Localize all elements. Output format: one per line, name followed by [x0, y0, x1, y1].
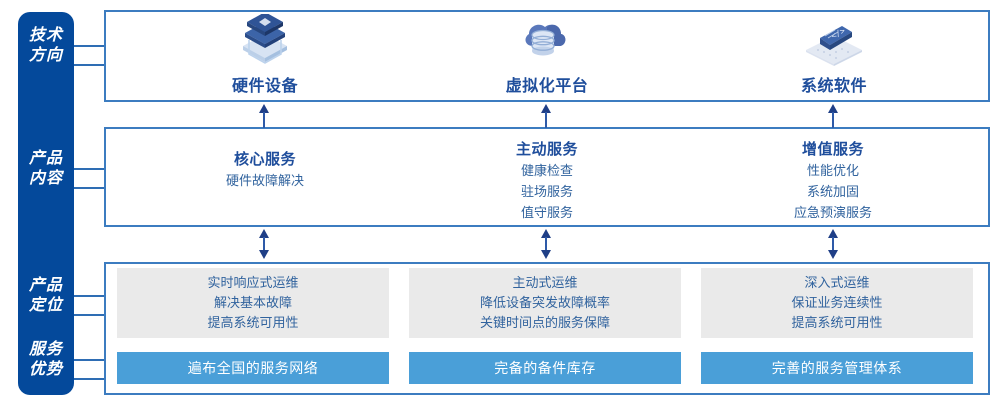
advantage-bar-spare-parts[interactable]: 完备的备件库存 — [409, 352, 681, 384]
service-column-value-added[interactable]: 增值服务 性能优化 系统加固 应急预演服务 — [708, 138, 958, 222]
advantage-label: 完善的服务管理体系 — [771, 360, 903, 376]
rail-label-line2: 内容 — [28, 170, 63, 187]
positioning-card[interactable]: 实时响应式运维 解决基本故障 提高系统可用性 — [117, 268, 389, 338]
technology-label: 硬件设备 — [231, 78, 298, 95]
rail-item-technology-direction[interactable]: 技术 方向 — [18, 26, 74, 66]
positioning-line: 降低设备突发故障概率 — [479, 295, 610, 310]
service-item: 应急预演服务 — [793, 205, 872, 220]
technology-label: 虚拟化平台 — [505, 78, 589, 95]
service-item: 系统加固 — [806, 184, 859, 199]
arrow-up-down-icon — [539, 229, 553, 264]
service-item: 驻场服务 — [520, 184, 573, 199]
positioning-card[interactable]: 深入式运维 保证业务连续性 提高系统可用性 — [701, 268, 973, 338]
connector-line — [74, 64, 104, 66]
rail-label-line1: 技术 — [28, 27, 63, 44]
arrow-up-down-icon — [826, 229, 840, 264]
technology-column-virtualization[interactable]: 虚拟化平台 — [447, 14, 647, 96]
positioning-line: 关键时间点的服务保障 — [479, 315, 610, 330]
positioning-card[interactable]: 主动式运维 降低设备突发故障概率 关键时间点的服务保障 — [409, 268, 681, 338]
positioning-line: 提高系统可用性 — [207, 315, 299, 330]
service-item: 健康检查 — [520, 163, 573, 178]
advantage-bar-service-network[interactable]: 遍布全国的服务网络 — [117, 352, 389, 384]
positioning-line: 主动式运维 — [512, 275, 578, 290]
service-title: 核心服务 — [233, 151, 296, 168]
rail-label-line2: 方向 — [28, 47, 63, 64]
positioning-line: 实时响应式运维 — [207, 275, 299, 290]
technology-column-hardware[interactable]: 硬件设备 — [165, 14, 365, 96]
advantage-label: 完备的备件库存 — [494, 360, 596, 376]
service-column-proactive[interactable]: 主动服务 健康检查 驻场服务 值守服务 — [422, 138, 672, 222]
positioning-line: 深入式运维 — [804, 275, 870, 290]
advantage-label: 遍布全国的服务网络 — [187, 360, 319, 376]
rail-item-product-positioning[interactable]: 产品 定位 — [18, 276, 74, 316]
product-content-box — [104, 127, 990, 227]
rail-label-line1: 服务 — [28, 341, 63, 358]
service-item: 值守服务 — [520, 205, 573, 220]
connector-line — [74, 295, 110, 297]
service-title: 主动服务 — [515, 141, 578, 158]
positioning-line: 保证业务连续性 — [791, 295, 883, 310]
connector-line — [74, 314, 110, 316]
rail-item-product-content[interactable]: 产品 内容 — [18, 149, 74, 189]
code-window-icon: </> — [734, 14, 934, 70]
technology-label: 系统软件 — [800, 78, 867, 95]
connector-line — [74, 359, 110, 361]
rail-label-line1: 产品 — [28, 150, 63, 167]
positioning-line: 解决基本故障 — [213, 295, 292, 310]
positioning-line: 提高系统可用性 — [791, 315, 883, 330]
connector-line — [74, 168, 104, 170]
rail-item-service-advantage[interactable]: 服务 优势 — [18, 340, 74, 380]
advantage-bar-management-system[interactable]: 完善的服务管理体系 — [701, 352, 973, 384]
arrow-up-icon — [539, 104, 553, 133]
server-stack-icon — [165, 14, 365, 70]
service-column-core[interactable]: 核心服务 硬件故障解决 — [140, 148, 390, 190]
arrow-up-icon — [257, 104, 271, 133]
rail-label-line2: 定位 — [28, 297, 63, 314]
technology-column-system-software[interactable]: </> 系统软件 — [734, 14, 934, 96]
arrow-up-down-icon — [257, 229, 271, 264]
service-item: 性能优化 — [806, 163, 859, 178]
arrow-up-icon — [826, 104, 840, 133]
left-rail — [18, 12, 74, 395]
rail-label-line1: 产品 — [28, 277, 63, 294]
connector-line — [74, 378, 110, 380]
connector-line — [74, 187, 104, 189]
connector-line — [74, 45, 104, 47]
service-title: 增值服务 — [801, 141, 864, 158]
service-item: 硬件故障解决 — [225, 173, 304, 188]
rail-label-line2: 优势 — [28, 361, 63, 378]
cloud-database-icon — [447, 14, 647, 70]
